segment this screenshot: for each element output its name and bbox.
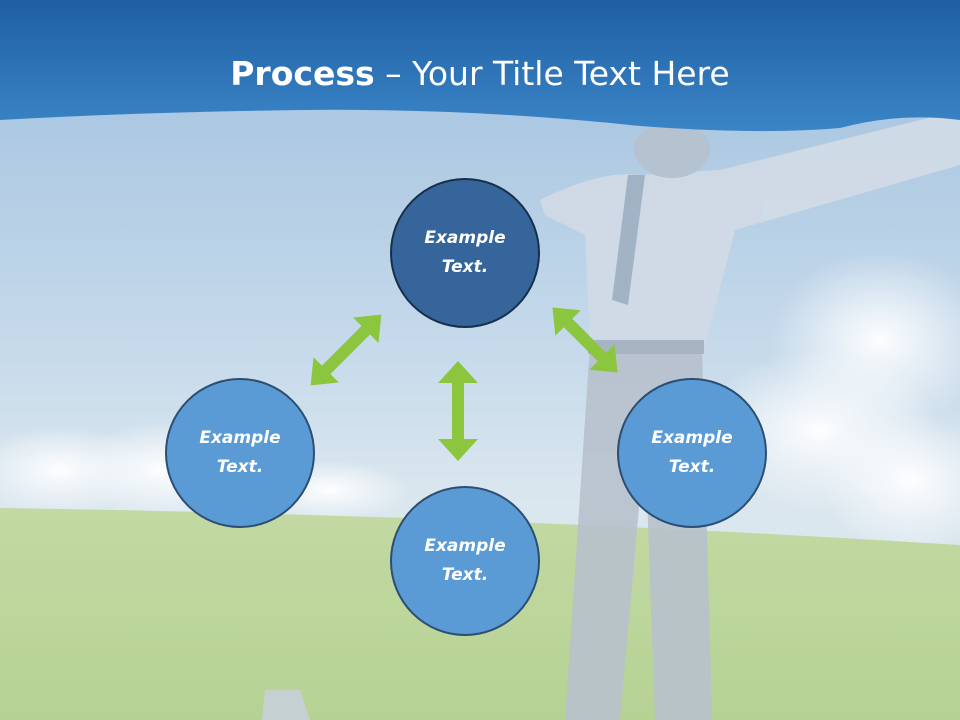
process-node-top: Example Text. xyxy=(390,178,540,328)
header-band xyxy=(0,0,960,132)
node-label: Example Text. xyxy=(424,536,506,585)
arrow-top-left xyxy=(310,314,382,386)
node-label: Example Text. xyxy=(199,428,281,477)
title-bold: Process xyxy=(230,54,375,93)
arrow-top-bottom xyxy=(438,361,478,461)
process-node-left: Example Text. xyxy=(165,378,315,528)
node-label: Example Text. xyxy=(424,228,506,277)
process-node-right: Example Text. xyxy=(617,378,767,528)
title-rest: – Your Title Text Here xyxy=(374,54,730,93)
node-label: Example Text. xyxy=(651,428,733,477)
process-node-bottom: Example Text. xyxy=(390,486,540,636)
slide-title: Process – Your Title Text Here xyxy=(0,52,960,96)
arrow-top-right xyxy=(552,307,618,373)
